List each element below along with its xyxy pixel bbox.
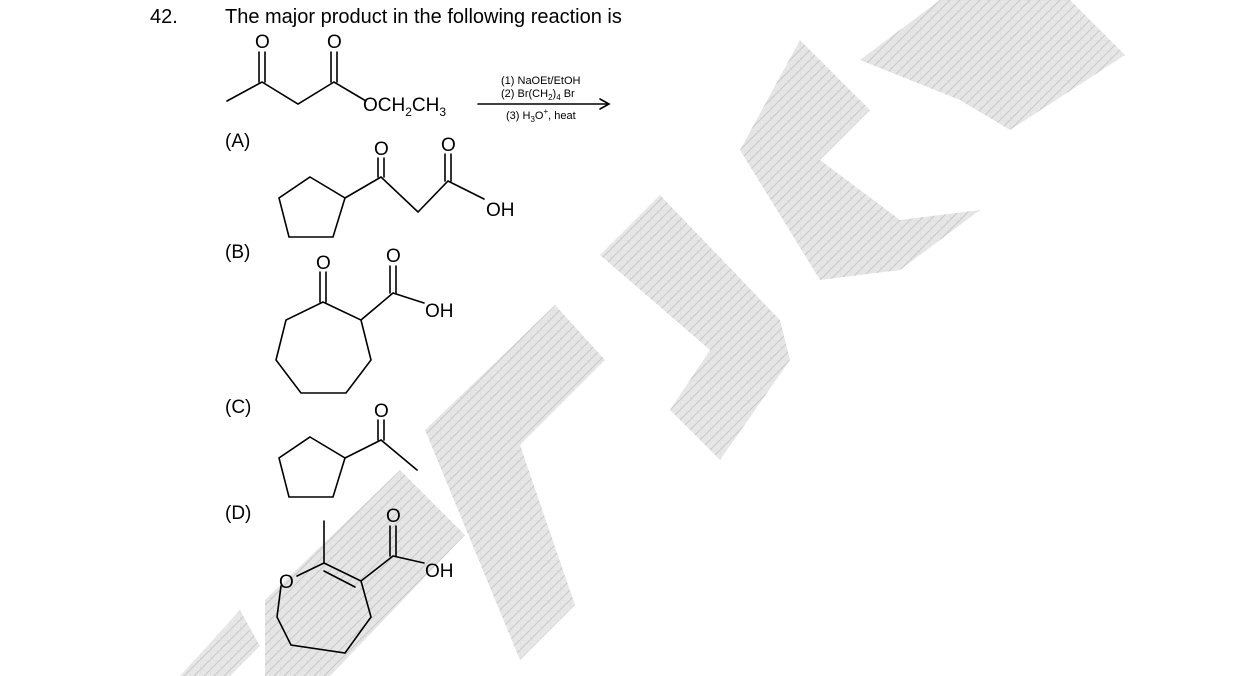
- option-a-structure: O O OH: [278, 135, 515, 238]
- condition-step-3: (3) H3O+, heat: [506, 107, 576, 124]
- question-number: 42.: [150, 6, 178, 28]
- watermark-letter-1: [180, 610, 260, 676]
- reaction-arrow: (1) NaOEt/EtOH (2) Br(CH2)4 Br (3) H3O+,…: [477, 75, 611, 124]
- option-b-oxygen-2: O: [386, 246, 401, 267]
- watermark-letter-6: [860, 0, 1125, 130]
- option-b-structure: O O OH: [275, 246, 454, 394]
- option-a-oxygen-1: O: [374, 139, 389, 160]
- condition-step-2: (2) Br(CH2)4 Br: [501, 88, 575, 102]
- option-c-oxygen: O: [374, 401, 389, 422]
- reactant-oxygen-1: O: [255, 32, 270, 53]
- ester-group-label: OCH2CH3: [363, 95, 446, 119]
- option-d-label: (D): [225, 503, 252, 524]
- watermark-letter-4: [600, 195, 790, 460]
- option-d-ring-oxygen: O: [279, 572, 294, 593]
- option-a-oxygen-2: O: [441, 135, 456, 156]
- option-c-structure: O: [278, 401, 418, 498]
- option-b-label: (B): [225, 242, 251, 263]
- question-text: The major product in the following react…: [225, 6, 622, 28]
- reactant-oxygen-2: O: [327, 32, 342, 53]
- option-a-label: (A): [225, 131, 251, 152]
- option-c-label: (C): [225, 397, 252, 418]
- option-d-oxygen-carbonyl: O: [386, 506, 401, 527]
- option-a-hydroxyl: OH: [486, 200, 515, 221]
- option-d-hydroxyl: OH: [425, 561, 454, 582]
- watermark-letter-2: [265, 470, 465, 676]
- condition-step-1: (1) NaOEt/EtOH: [501, 75, 581, 87]
- option-d-structure: O OH O: [276, 506, 454, 654]
- option-b-oxygen-1: O: [316, 253, 331, 274]
- option-b-hydroxyl: OH: [425, 301, 454, 322]
- reactant-structure: O O OCH2CH3: [226, 32, 446, 119]
- watermark-letter-3: [425, 305, 605, 660]
- watermark-letter-5: [740, 40, 980, 280]
